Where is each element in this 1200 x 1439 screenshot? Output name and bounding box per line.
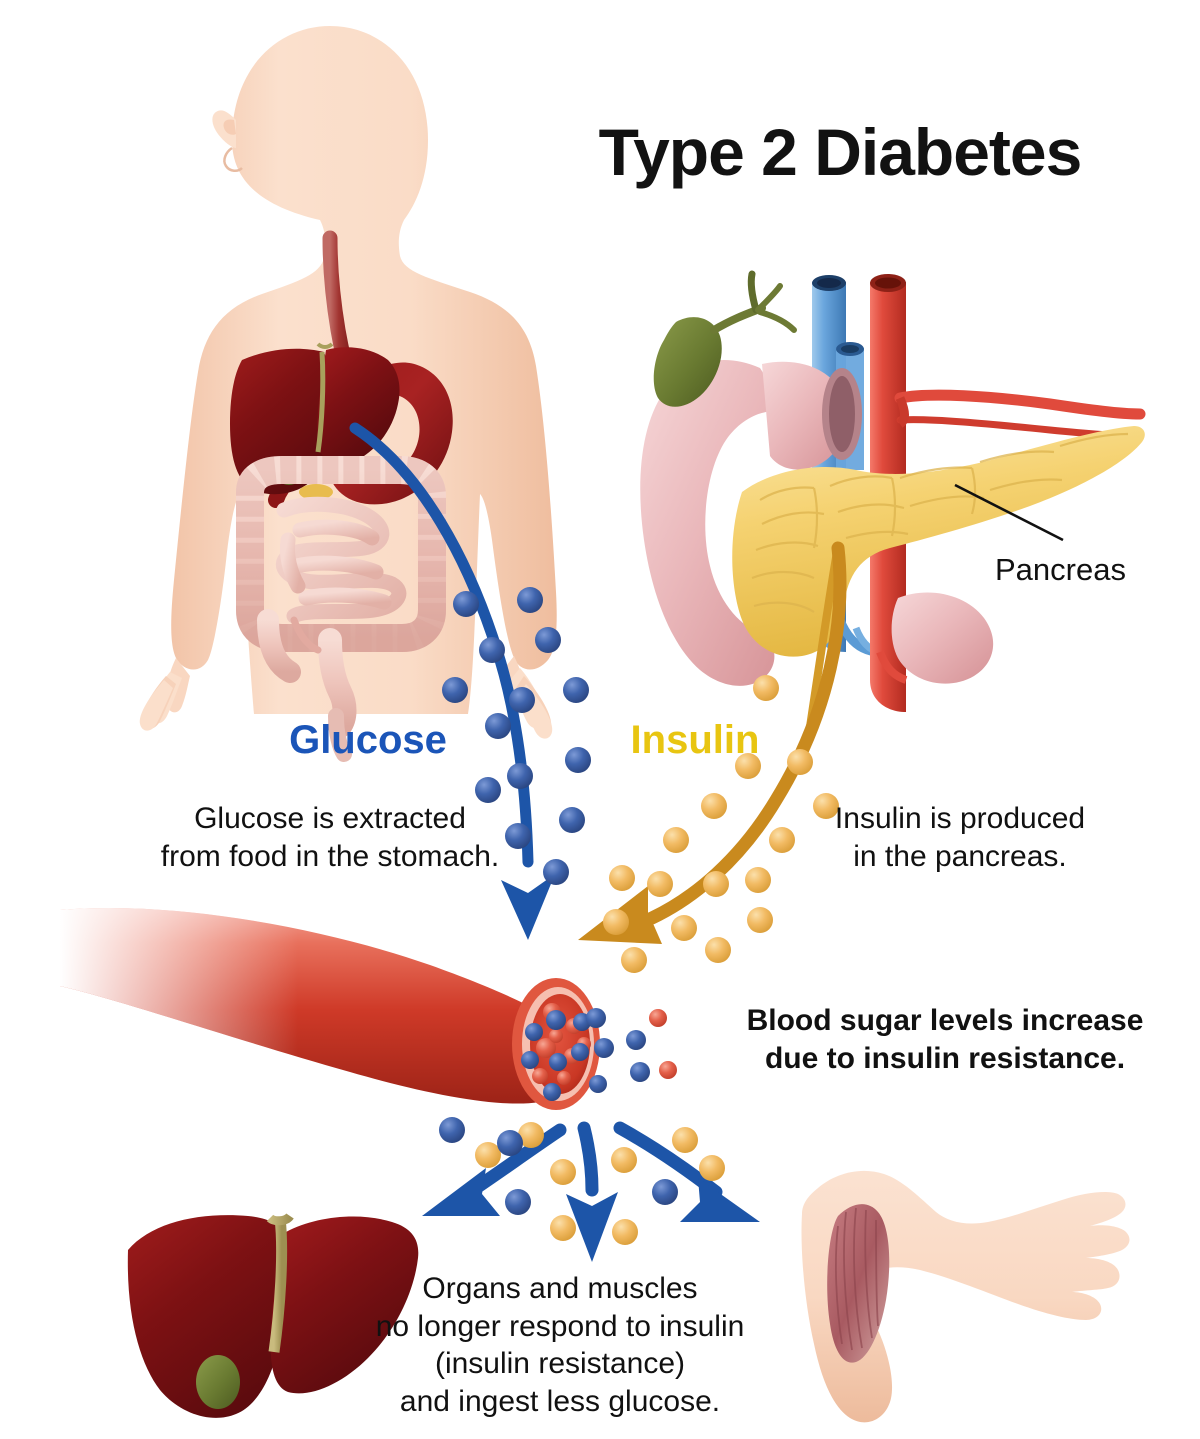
pancreas-leader-line (954, 483, 1064, 542)
gallbladder (653, 317, 722, 407)
appendix (290, 616, 322, 654)
blood-caption-line1: Blood sugar levels increase (746, 1004, 1144, 1037)
insulin-caption-line2: in the pancreas. (853, 839, 1067, 873)
insulin-caption-line1: Insulin is produced (834, 802, 1086, 835)
nose-shape (223, 119, 236, 135)
pancreas-assembly-illustration (640, 270, 1146, 744)
insulin-arrow-shaft (645, 541, 847, 925)
liver-gallbladder (196, 1355, 240, 1409)
lower-molecules (439, 1117, 725, 1245)
liver-duct (266, 1212, 294, 1226)
organs-caption-line2: no longer respond to insulin (375, 1309, 745, 1343)
pancreas-label: Pancreas (995, 552, 1126, 587)
liver-illustration (127, 1212, 419, 1418)
jejunum-stub (891, 592, 994, 684)
glucose-caption: Glucose is extracted from food in the st… (120, 800, 540, 875)
organs-arrow-right-head (680, 1178, 760, 1222)
liver-right-lobe (317, 347, 400, 463)
hepatic-duct-right (747, 270, 760, 314)
arm-illustration (801, 1170, 1130, 1423)
organs-caption-line3: (insulin resistance) (434, 1347, 686, 1380)
organs-arrow-left-head (422, 1168, 500, 1216)
duodenum-c-loop (640, 360, 790, 686)
left-hand (139, 658, 190, 731)
insulin-molecules (603, 675, 839, 973)
pancreas-lobule-texture (751, 432, 1129, 613)
organs-caption-line4: and ingest less glucose. (399, 1384, 721, 1418)
liver-left-lobe-bottom (127, 1215, 288, 1418)
insulin-label: Insulin (630, 718, 760, 762)
page-title: Type 2 Diabetes (598, 115, 1083, 189)
blood-vessel-illustration (60, 908, 677, 1110)
falciform-ligament (315, 351, 326, 453)
organs-caption: Organs and muscles no longer respond to … (345, 1270, 775, 1420)
organs-arrow-center-shaft (577, 1121, 599, 1197)
large-intestine (236, 456, 446, 762)
bicep-muscle (827, 1204, 890, 1363)
pancreas-body-small (299, 484, 333, 500)
small-intestine (275, 496, 407, 624)
common-bile-duct (757, 309, 797, 333)
vessel-contents (521, 1003, 677, 1101)
hepatic-duct (316, 342, 334, 349)
glucose-label: Glucose (289, 718, 447, 762)
hepatic-duct-left (755, 283, 783, 313)
organs-arrow-center-head (566, 1192, 618, 1262)
liver-right-lobe-bottom (270, 1216, 419, 1394)
duodenum-lumen (829, 376, 855, 452)
muscle-striations (835, 1207, 879, 1351)
glucose-caption-line1: Glucose is extracted (194, 802, 466, 835)
blood-sugar-caption: Blood sugar levels increase due to insul… (705, 1002, 1185, 1077)
vessel-fade (60, 908, 556, 1104)
blood-caption-line2: due to insulin resistance. (764, 1041, 1126, 1075)
organs-caption-line1: Organs and muscles (422, 1272, 698, 1305)
glucose-caption-line2: from food in the stomach. (160, 839, 500, 873)
glucose-arrow-head (501, 874, 555, 940)
liver-ligament (268, 1217, 288, 1353)
insulin-caption: Insulin is produced in the pancreas. (795, 800, 1125, 875)
glucose-molecules (442, 587, 591, 885)
lip-line (223, 146, 243, 172)
